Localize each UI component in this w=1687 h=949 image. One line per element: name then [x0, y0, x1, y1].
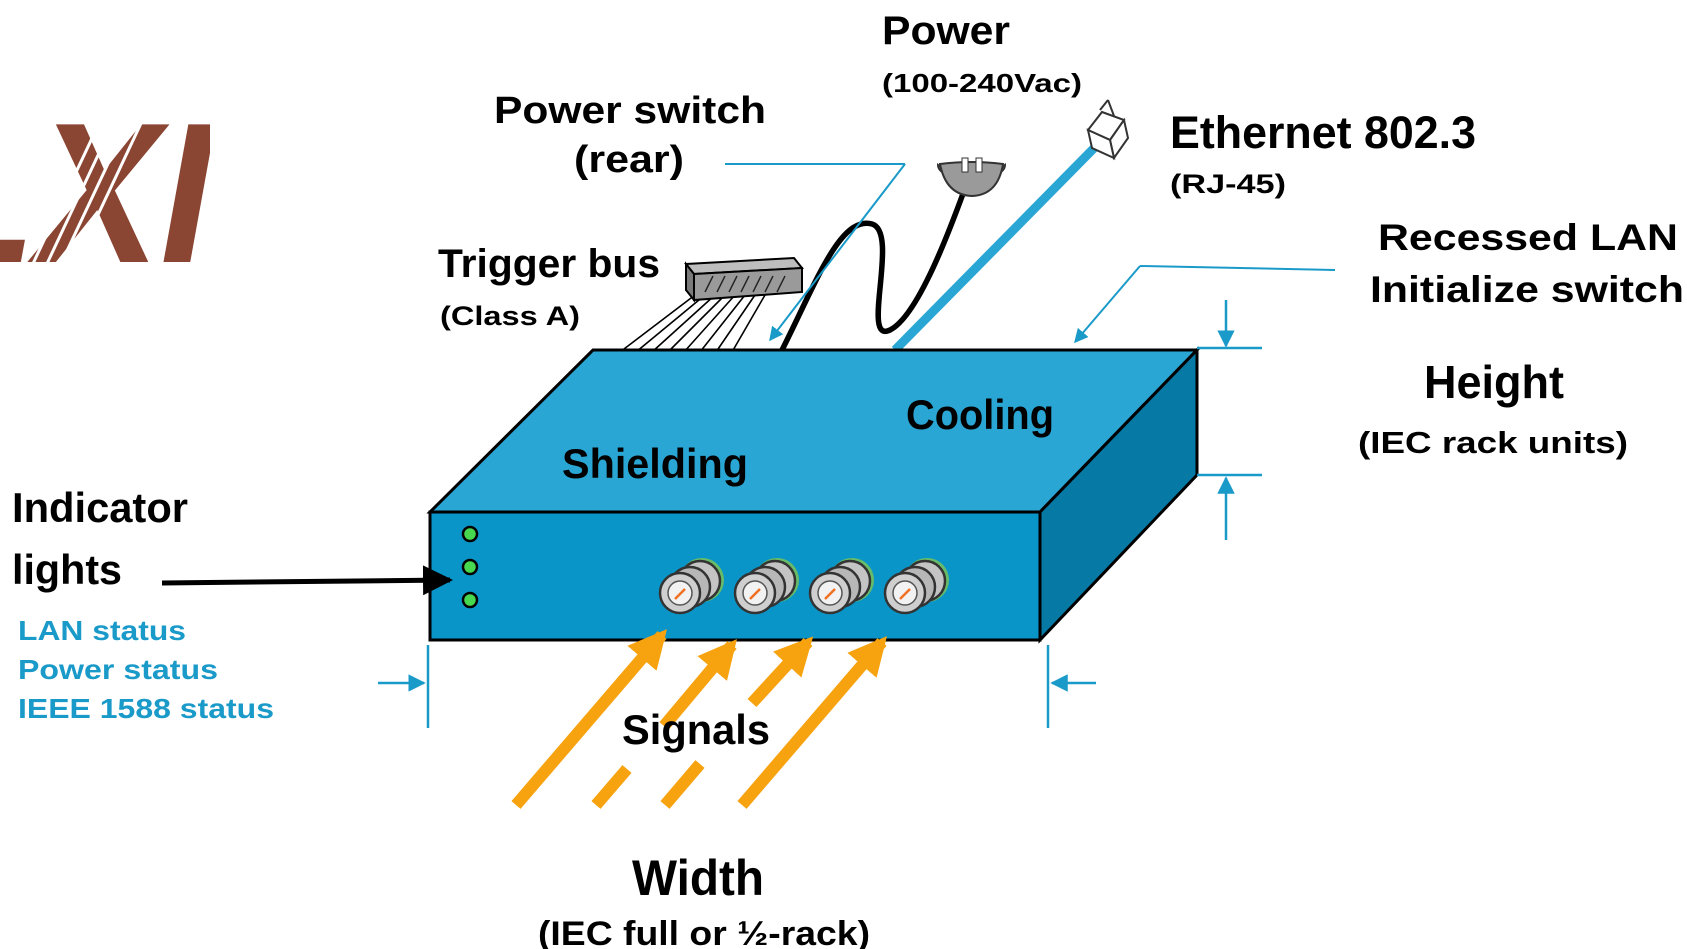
- bnc-connectors: [658, 558, 949, 615]
- width-label: Width: [632, 850, 764, 906]
- recessed-leader-arrow: [1074, 265, 1141, 344]
- power-label: Power: [882, 9, 1010, 53]
- status-list: LAN status Power status IEEE 1588 status: [18, 615, 274, 724]
- led-ieee1588: [461, 591, 479, 609]
- height-label: Height: [1424, 356, 1564, 408]
- status-item-power: Power status: [18, 654, 218, 685]
- cooling-label: Cooling: [906, 391, 1054, 438]
- width-sub-label: (IEC full or ½-rack): [538, 915, 870, 949]
- initialize-switch-label: Initialize switch: [1370, 269, 1684, 310]
- width-dimension: [378, 645, 1096, 728]
- power-switch-rear-label: (rear): [574, 139, 684, 181]
- power-switch-label: Power switch: [494, 90, 766, 132]
- status-item-lan: LAN status: [18, 615, 186, 646]
- leader-lines: [725, 163, 1336, 344]
- led-power: [461, 558, 479, 576]
- recessed-lan-label: Recessed LAN: [1378, 217, 1678, 258]
- ethernet-sub-label: (RJ-45): [1170, 169, 1286, 199]
- recessed-leader: [1139, 265, 1336, 271]
- trigger-bus-connector: [684, 256, 804, 303]
- signal-arrow: [737, 636, 888, 809]
- signal-arrow: [660, 642, 808, 809]
- signal-arrow: [511, 629, 668, 809]
- lxi-logo: LXI: [0, 82, 215, 305]
- trigger-bus-cable: [619, 294, 766, 353]
- indicator-arrow: [161, 565, 453, 596]
- height-dimension: [1197, 300, 1262, 540]
- ethernet-cable: [891, 136, 1106, 354]
- shielding-label: Shielding: [562, 440, 748, 487]
- indicator-leds: [461, 525, 479, 609]
- trigger-bus-sub-label: (Class A): [440, 301, 580, 331]
- led-lan: [461, 525, 479, 543]
- indicator-label: Indicator: [12, 484, 188, 531]
- power-sub-label: (100-240Vac): [882, 68, 1082, 98]
- bnc-connector-icon: [808, 558, 874, 615]
- signals-label: Signals: [622, 706, 770, 753]
- bnc-connector-icon: [883, 558, 949, 615]
- signal-arrow: [591, 645, 732, 809]
- height-sub-label: (IEC rack units): [1358, 425, 1628, 460]
- bnc-connector-icon: [733, 558, 799, 615]
- signal-arrows: [511, 629, 888, 809]
- trigger-bus-label: Trigger bus: [438, 242, 660, 286]
- bnc-connector-icon: [658, 558, 724, 615]
- lxi-logo-text: LXI: [0, 82, 215, 305]
- rj45-connector-icon: [1086, 99, 1130, 161]
- labels: Power (100-240Vac) Power switch (rear) E…: [12, 9, 1684, 949]
- ethernet-label: Ethernet 802.3: [1170, 107, 1476, 158]
- power-switch-leader-arrow: [769, 163, 906, 342]
- lights-label: lights: [12, 546, 122, 593]
- status-item-ieee1588: IEEE 1588 status: [18, 693, 274, 724]
- power-cord: [779, 179, 971, 352]
- power-plug-icon: [936, 157, 1007, 198]
